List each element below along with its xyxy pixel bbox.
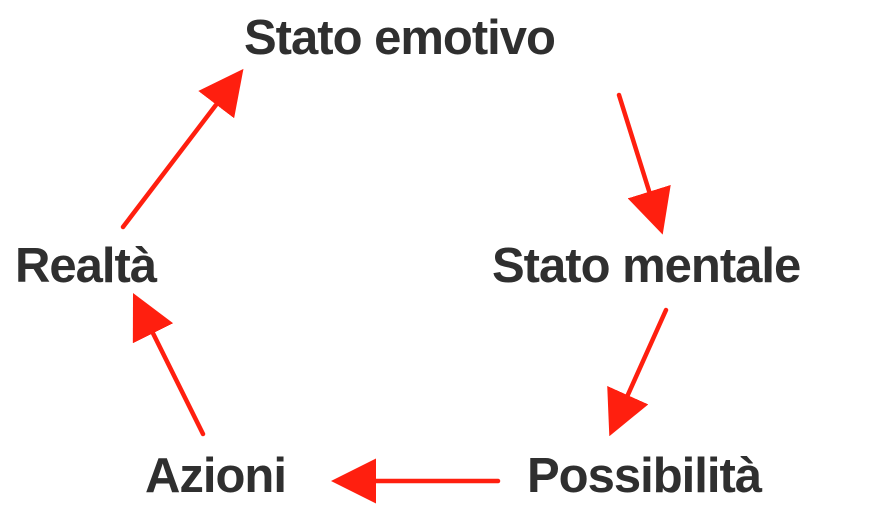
node-stato-emotivo: Stato emotivo [244,11,556,65]
node-realta: Realtà [15,239,157,293]
arrow-stato-mentale-to-possibilita [607,307,669,437]
node-stato-mentale: Stato mentale [492,239,801,293]
node-possibilita: Possibilità [527,449,762,503]
node-azioni: Azioni [145,449,287,503]
arrow-azioni-to-realta [132,292,206,437]
arrow-realta-to-stato-emotivo [120,68,244,230]
arrow-stato-emotivo-to-stato-mentale [616,92,671,235]
